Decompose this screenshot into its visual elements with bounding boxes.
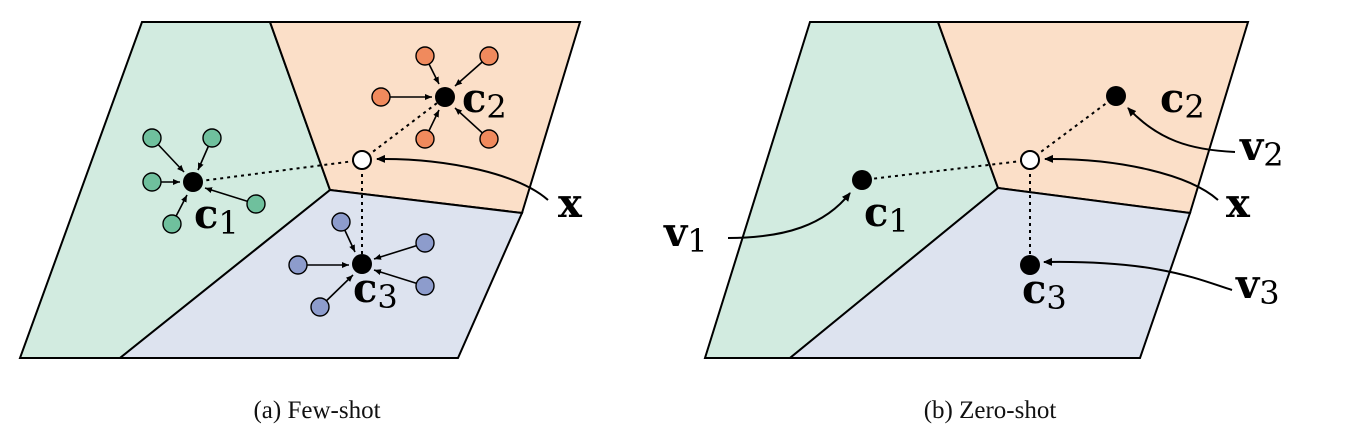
support-points-class-2: [371, 46, 499, 149]
label-c1: c1: [194, 191, 239, 242]
prototype-c2: [1106, 86, 1126, 106]
prototype-c3: [352, 254, 372, 274]
prototype-c2: [435, 87, 455, 107]
embedding-arrow-v2: [1127, 107, 1236, 153]
support-point: [202, 128, 222, 148]
support-point: [371, 87, 391, 107]
embedding-arrow-v3: [1043, 257, 1233, 291]
panel-few-shot: c1 c2 c3 x (a) Few-shot: [18, 21, 583, 424]
support-point: [142, 172, 162, 192]
caption-zero-shot: (b) Zero-shot: [924, 397, 1057, 424]
support-point: [310, 297, 330, 317]
query-point: [1020, 150, 1040, 170]
caption-few-shot: (a) Few-shot: [253, 397, 380, 424]
region-class-3: [117, 188, 524, 359]
support-point: [331, 212, 351, 232]
support-points-class-1: [142, 128, 266, 234]
query-arrow: [1044, 154, 1219, 201]
support-point: [142, 128, 162, 148]
prototype-c1: [183, 172, 203, 192]
label-c3: c3: [353, 265, 398, 316]
distance-line-c1: [861, 159, 1031, 181]
label-c2: c2: [462, 75, 507, 126]
prototype-c1: [852, 170, 872, 190]
support-point: [162, 214, 182, 234]
prototype-c3: [1020, 255, 1040, 275]
distance-line-c2: [361, 96, 446, 161]
support-point: [415, 129, 435, 149]
label-v3: v3: [1235, 261, 1280, 312]
support-point: [288, 255, 308, 275]
support-point: [479, 46, 499, 66]
support-point: [415, 46, 435, 66]
query-point: [352, 150, 372, 170]
distance-line-c1: [192, 159, 363, 183]
region-class-3: [787, 186, 1192, 359]
query-arrow: [376, 154, 549, 201]
support-point: [415, 233, 435, 253]
embedding-arrow-v1: [727, 192, 851, 239]
label-v2: v2: [1239, 123, 1284, 174]
support-point: [246, 194, 266, 214]
label-v1: v1: [663, 209, 708, 260]
label-x: x: [558, 180, 583, 227]
support-points-class-3: [288, 212, 435, 317]
label-c2: c2: [1160, 75, 1205, 126]
label-x: x: [1226, 180, 1251, 227]
label-c3: c3: [1022, 266, 1067, 317]
support-point: [415, 276, 435, 296]
support-point: [479, 129, 499, 149]
label-c1: c1: [864, 189, 909, 240]
panel-zero-shot: c1 c2 c3 v1 v2 v3 x (b) Zero-shot: [663, 21, 1284, 424]
